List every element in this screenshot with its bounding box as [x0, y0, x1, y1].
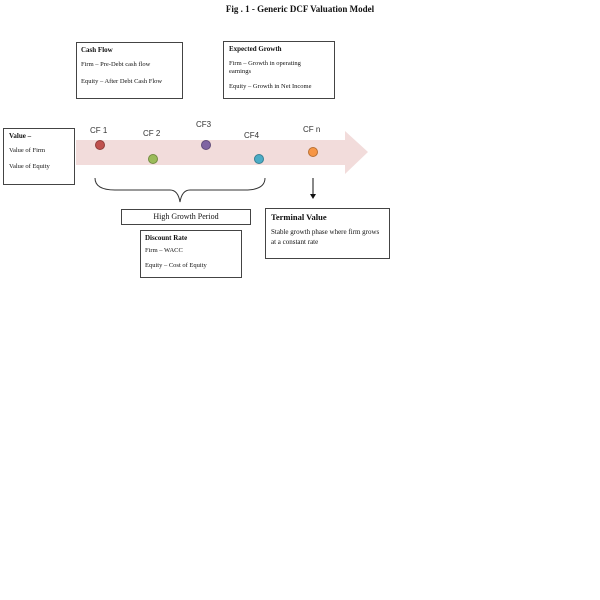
discount-rate-firm: Firm – WACC	[145, 247, 183, 254]
cfn-dot	[308, 147, 318, 157]
figure-title: Fig . 1 - Generic DCF Valuation Model	[225, 4, 375, 14]
timeline-arrow	[76, 131, 368, 174]
cf4-dot	[254, 154, 264, 164]
terminal-arrowhead	[310, 194, 316, 199]
value-box: Value – Value of Firm Value of Equity	[3, 128, 75, 185]
cash-flow-box: Cash Flow Firm – Pre-Debt cash flow Equi…	[76, 42, 183, 99]
high-growth-label: High Growth Period	[153, 212, 219, 221]
expected-growth-equity: Equity – Growth in Net Income	[229, 83, 312, 90]
discount-rate-equity: Equity – Cost of Equity	[145, 262, 207, 269]
cash-flow-equity: Equity – After Debt Cash Flow	[81, 78, 163, 85]
cf3-label: CF3	[196, 120, 212, 129]
expected-growth-firm: Firm – Growth in operating earnings	[229, 60, 301, 75]
discount-rate-heading: Discount Rate	[145, 234, 188, 242]
cfn-label: CF n	[303, 125, 321, 134]
cf2-label: CF 2	[143, 129, 161, 138]
cf3-dot	[201, 140, 211, 150]
cf1-label: CF 1	[90, 126, 108, 135]
cf1-dot	[95, 140, 105, 150]
value-heading: Value –	[9, 132, 32, 140]
value-of-firm: Value of Firm	[9, 147, 46, 154]
cf4-label: CF4	[244, 131, 260, 140]
terminal-value-desc: Stable growth phase where firm grows at …	[271, 228, 380, 246]
discount-rate-box: Discount Rate Firm – WACC Equity – Cost …	[140, 230, 242, 278]
terminal-value-heading: Terminal Value	[271, 212, 327, 222]
cash-flow-firm: Firm – Pre-Debt cash flow	[81, 61, 151, 68]
expected-growth-heading: Expected Growth	[229, 45, 282, 53]
high-growth-brace	[94, 177, 266, 203]
expected-growth-box: Expected Growth Firm – Growth in operati…	[223, 41, 335, 99]
high-growth-box: High Growth Period	[121, 209, 251, 225]
cash-flow-heading: Cash Flow	[81, 46, 113, 54]
cf2-dot	[148, 154, 158, 164]
value-of-equity: Value of Equity	[9, 163, 50, 170]
terminal-value-box: Terminal Value Stable growth phase where…	[265, 208, 390, 259]
